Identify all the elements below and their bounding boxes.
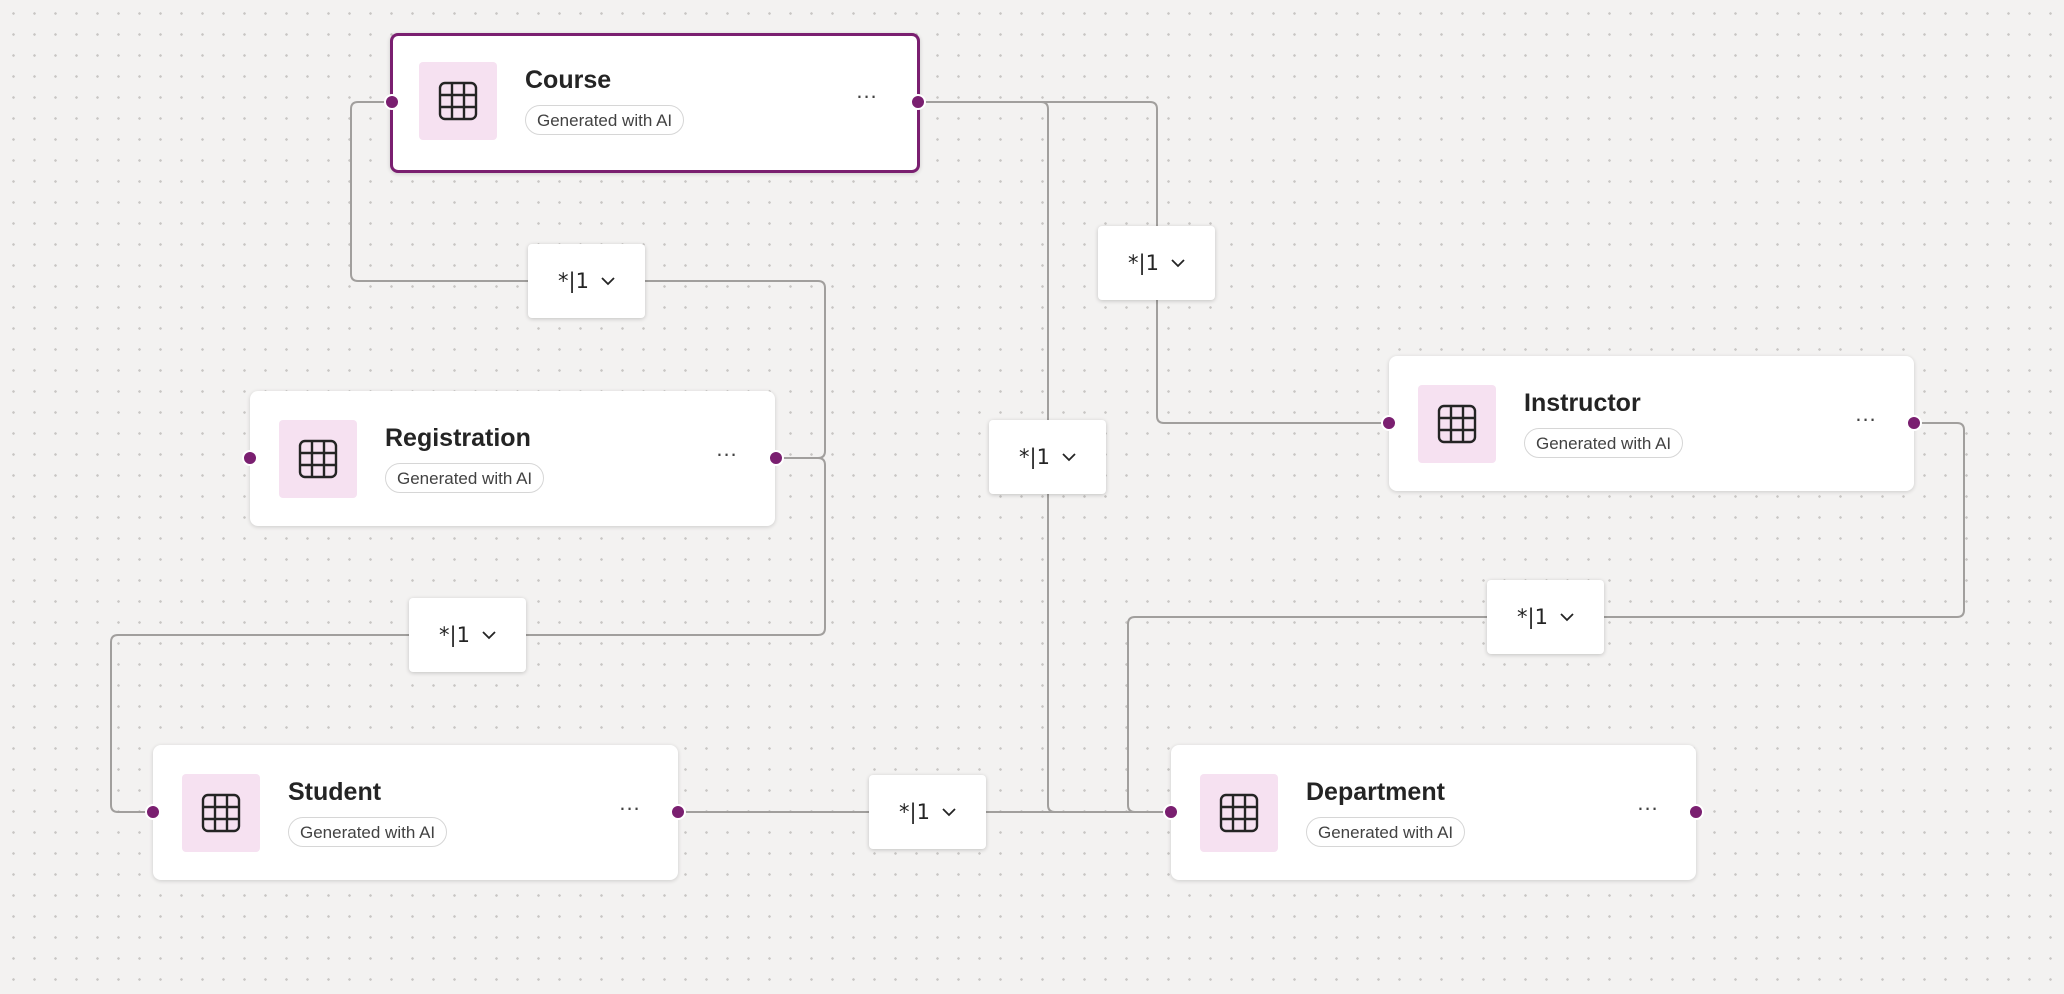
chevron-down-icon <box>482 630 496 640</box>
chevron-down-icon <box>1171 258 1185 268</box>
connection-handle-department-right[interactable] <box>1688 804 1704 820</box>
more-options-button[interactable]: ... <box>619 790 641 815</box>
connection-handle-instructor-right[interactable] <box>1906 415 1922 431</box>
cardinality-label: *|1 <box>1517 605 1548 629</box>
table-card-instructor[interactable]: Instructor Generated with AI ... <box>1389 356 1914 491</box>
ai-generated-badge: Generated with AI <box>1524 428 1684 458</box>
cardinality-label: *|1 <box>1019 445 1050 469</box>
table-title: Course <box>525 66 612 94</box>
more-options-button[interactable]: ... <box>1637 790 1659 815</box>
ai-generated-badge: Generated with AI <box>1306 817 1466 847</box>
connection-handle-registration-right[interactable] <box>768 450 784 466</box>
table-grid-icon <box>419 62 497 140</box>
connection-handle-student-left[interactable] <box>145 804 161 820</box>
more-options-button[interactable]: ... <box>1855 401 1877 426</box>
chevron-down-icon <box>1560 612 1574 622</box>
chevron-down-icon <box>601 276 615 286</box>
table-title: Student <box>288 778 382 806</box>
connection-handle-registration-left[interactable] <box>242 450 258 466</box>
table-card-registration[interactable]: Registration Generated with AI ... <box>250 391 775 526</box>
ai-generated-badge: Generated with AI <box>385 463 545 493</box>
relationship-chip-course-instructor[interactable]: *|1 <box>1098 226 1215 300</box>
relationship-chip-course-department[interactable]: *|1 <box>989 420 1106 494</box>
cardinality-label: *|1 <box>1128 251 1159 275</box>
table-title: Registration <box>385 424 531 452</box>
table-grid-icon <box>279 420 357 498</box>
relationship-chip-student-department[interactable]: *|1 <box>869 775 986 849</box>
table-grid-icon <box>1418 385 1496 463</box>
cardinality-label: *|1 <box>899 800 930 824</box>
relationship-chip-course-registration[interactable]: *|1 <box>528 244 645 318</box>
connection-handle-course-left[interactable] <box>384 94 400 110</box>
relationship-chip-instructor-department[interactable]: *|1 <box>1487 580 1604 654</box>
table-card-department[interactable]: Department Generated with AI ... <box>1171 745 1696 880</box>
table-card-student[interactable]: Student Generated with AI ... <box>153 745 678 880</box>
table-grid-icon <box>182 774 260 852</box>
table-title: Department <box>1306 778 1445 806</box>
connection-handle-department-left[interactable] <box>1163 804 1179 820</box>
table-title: Instructor <box>1524 389 1641 417</box>
table-grid-icon <box>1200 774 1278 852</box>
chevron-down-icon <box>942 807 956 817</box>
relationship-chip-registration-student[interactable]: *|1 <box>409 598 526 672</box>
ai-generated-badge: Generated with AI <box>288 817 448 847</box>
ai-generated-badge: Generated with AI <box>525 105 685 135</box>
cardinality-label: *|1 <box>558 269 589 293</box>
more-options-button[interactable]: ... <box>716 436 738 461</box>
connection-handle-course-right[interactable] <box>910 94 926 110</box>
more-options-button[interactable]: ... <box>856 78 878 103</box>
table-card-course[interactable]: Course Generated with AI ... <box>390 33 920 173</box>
chevron-down-icon <box>1062 452 1076 462</box>
connection-handle-student-right[interactable] <box>670 804 686 820</box>
cardinality-label: *|1 <box>439 623 470 647</box>
connection-handle-instructor-left[interactable] <box>1381 415 1397 431</box>
